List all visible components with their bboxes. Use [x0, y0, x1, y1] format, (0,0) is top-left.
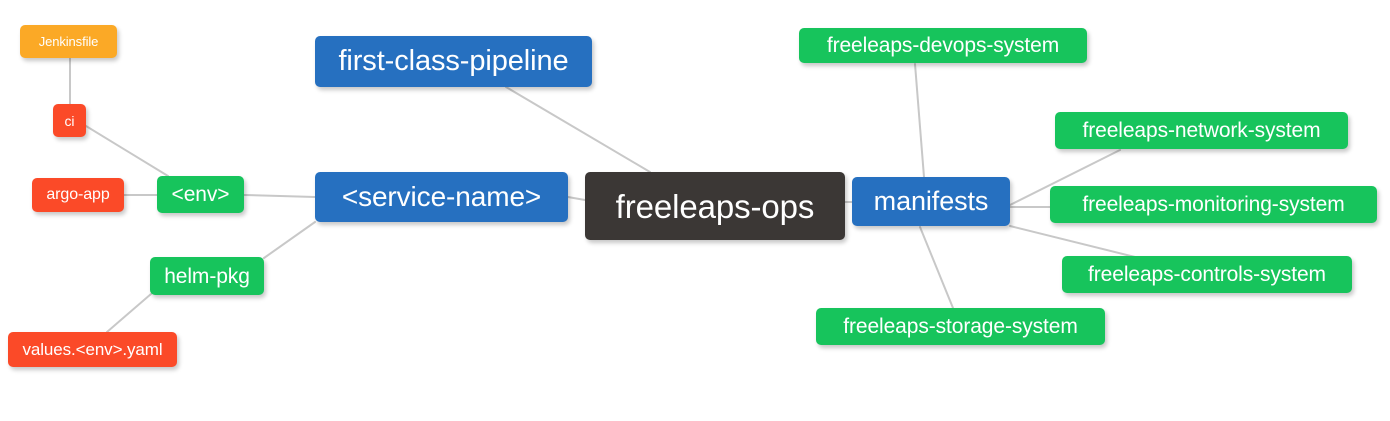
- node-freeleaps-controls-system[interactable]: freeleaps-controls-system: [1062, 256, 1352, 293]
- edge-ci-env: [85, 125, 169, 177]
- node-service-name[interactable]: <service-name>: [315, 172, 568, 222]
- edge-servicename-helmpkg: [263, 221, 316, 259]
- node-label-helm-pkg: helm-pkg: [164, 264, 250, 288]
- node-label-freeleaps-storage-system: freeleaps-storage-system: [843, 315, 1078, 338]
- node-label-freeleaps-ops: freeleaps-ops: [615, 187, 815, 225]
- node-label-freeleaps-network-system: freeleaps-network-system: [1082, 119, 1321, 142]
- node-label-values-env-yaml: values.<env>.yaml: [22, 340, 163, 359]
- node-freeleaps-storage-system[interactable]: freeleaps-storage-system: [816, 308, 1105, 345]
- node-label-freeleaps-controls-system: freeleaps-controls-system: [1088, 263, 1326, 286]
- node-first-class-pipeline[interactable]: first-class-pipeline: [315, 36, 592, 87]
- edge-manifests-controls: [1009, 225, 1136, 258]
- node-freeleaps-devops-system[interactable]: freeleaps-devops-system: [799, 28, 1087, 63]
- edge-pipeline-ops: [505, 86, 651, 173]
- node-jenkinsfile[interactable]: Jenkinsfile: [20, 25, 117, 58]
- node-values-env-yaml[interactable]: values.<env>.yaml: [8, 332, 177, 367]
- node-label-jenkinsfile: Jenkinsfile: [38, 34, 99, 49]
- node-freeleaps-network-system[interactable]: freeleaps-network-system: [1055, 112, 1348, 149]
- edge-manifests-storage: [919, 226, 954, 309]
- node-freeleaps-ops[interactable]: freeleaps-ops: [585, 172, 845, 240]
- edge-servicename-ops: [567, 196, 586, 201]
- node-argo-app[interactable]: argo-app: [32, 178, 124, 212]
- node-manifests[interactable]: manifests: [852, 177, 1010, 226]
- node-label-service-name: <service-name>: [341, 181, 542, 212]
- node-label-freeleaps-devops-system: freeleaps-devops-system: [826, 34, 1060, 57]
- node-ci[interactable]: ci: [53, 104, 86, 137]
- edge-manifests-devops: [914, 63, 925, 178]
- node-label-freeleaps-monitoring-system: freeleaps-monitoring-system: [1082, 193, 1345, 216]
- node-label-argo-app: argo-app: [46, 186, 110, 203]
- node-label-ci: ci: [64, 112, 75, 129]
- node-label-manifests: manifests: [873, 186, 989, 216]
- node-env[interactable]: <env>: [157, 176, 244, 213]
- node-helm-pkg[interactable]: helm-pkg: [150, 257, 264, 295]
- edge-helmpkg-values: [106, 293, 152, 333]
- node-label-env: <env>: [171, 183, 230, 206]
- edge-env-servicename: [243, 194, 316, 198]
- node-freeleaps-monitoring-system[interactable]: freeleaps-monitoring-system: [1050, 186, 1377, 223]
- node-label-first-class-pipeline: first-class-pipeline: [338, 45, 569, 77]
